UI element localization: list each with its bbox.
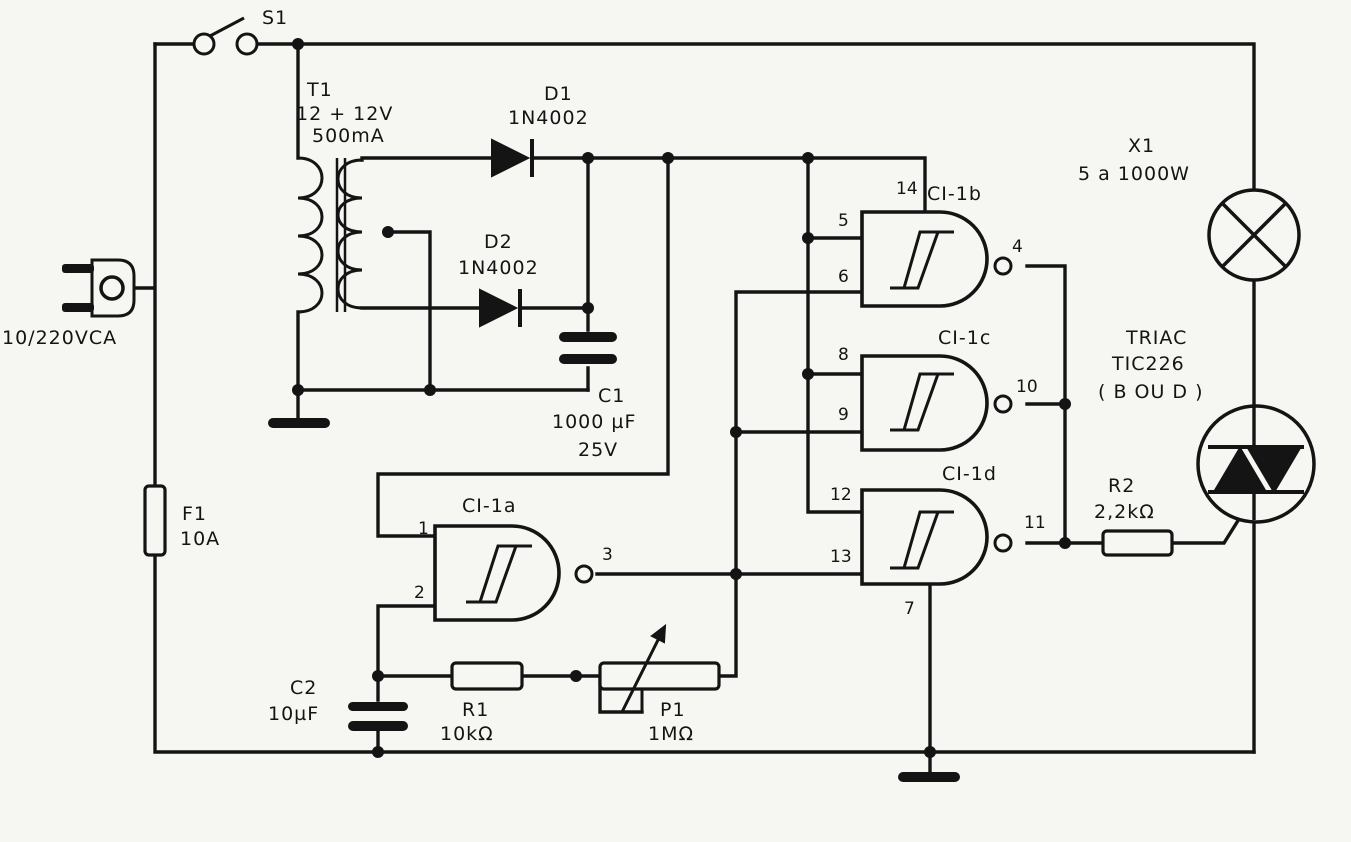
junctions — [292, 38, 1071, 758]
d1-label: D1 — [544, 83, 573, 105]
lamp-x1: X1 5 a 1000W — [1078, 135, 1301, 282]
gate-ci-1b: CI-1b — [860, 183, 1013, 308]
r1-value: 10kΩ — [440, 723, 494, 745]
ground-symbol-2 — [898, 772, 960, 782]
t1-label: T1 — [306, 79, 333, 101]
gate-ci-1d: CI-1d — [860, 463, 1013, 586]
triac-label-3: ( B OU D ) — [1098, 381, 1204, 403]
ci1a-label: CI-1a — [462, 495, 516, 517]
f1-label: F1 — [182, 503, 207, 525]
c1-label: C1 — [598, 385, 625, 407]
p1-value: 1MΩ — [648, 723, 694, 745]
t1-current: 500mA — [312, 125, 385, 147]
pin-1: 1 — [418, 519, 429, 539]
pin-2: 2 — [414, 583, 425, 603]
c2-value: 10µF — [268, 703, 319, 725]
pin-6: 6 — [838, 267, 849, 287]
s1-label: S1 — [262, 7, 288, 29]
pin-12: 12 — [830, 485, 852, 505]
resistor-r2: R2 2,2kΩ — [1094, 475, 1174, 557]
capacitor-c1: C1 1000 µF 25V — [552, 332, 636, 461]
pin-11: 11 — [1024, 513, 1046, 533]
ci1b-label: CI-1b — [927, 183, 982, 205]
r1-label: R1 — [462, 699, 489, 721]
gate-ci-1a: CI-1a — [433, 495, 594, 622]
r2-label: R2 — [1108, 475, 1135, 497]
transformer-t1: T1 12 + 12V 500mA — [296, 79, 393, 314]
c2-label: C2 — [290, 677, 317, 699]
switch-s1: S1 — [192, 7, 288, 56]
x1-label: X1 — [1128, 135, 1155, 157]
resistor-r1: R1 10kΩ — [440, 661, 524, 745]
p1-label: P1 — [660, 699, 686, 721]
fuse-f1: F1 10A — [143, 484, 220, 557]
diode-d1: D1 1N4002 — [491, 83, 589, 178]
d2-label: D2 — [484, 231, 513, 253]
ground-symbol — [268, 418, 330, 428]
ci1d-label: CI-1d — [942, 463, 997, 485]
pin-7: 7 — [904, 599, 915, 619]
gate-ci-1c: CI-1c — [860, 327, 1013, 452]
c1-value: 1000 µF — [552, 411, 636, 433]
triac-label-2: TIC226 — [1111, 353, 1185, 375]
pin-13: 13 — [830, 547, 852, 567]
pin-4: 4 — [1012, 237, 1023, 257]
triac: TRIAC TIC226 ( B OU D ) — [1098, 327, 1316, 524]
f1-value: 10A — [180, 528, 220, 550]
mains-plug: 10/220VCA — [2, 258, 155, 349]
d2-part: 1N4002 — [458, 257, 539, 279]
t1-voltage: 12 + 12V — [296, 103, 393, 125]
ci1c-label: CI-1c — [938, 327, 991, 349]
x1-value: 5 a 1000W — [1078, 163, 1190, 185]
pin-8: 8 — [838, 345, 849, 365]
pin-numbers: 1 2 3 4 5 6 7 8 9 10 11 12 13 14 — [414, 179, 1046, 619]
pin-14: 14 — [896, 179, 918, 199]
plug-label: 10/220VCA — [2, 327, 117, 349]
diode-d2: D2 1N4002 — [458, 231, 539, 328]
pin-9: 9 — [838, 405, 849, 425]
r2-value: 2,2kΩ — [1094, 501, 1155, 523]
pin-3: 3 — [602, 545, 613, 565]
pin-5: 5 — [838, 211, 849, 231]
triac-label-1: TRIAC — [1125, 327, 1187, 349]
d1-part: 1N4002 — [508, 107, 589, 129]
pin-10: 10 — [1016, 377, 1038, 397]
capacitor-c2: C2 10µF — [268, 677, 408, 731]
potentiometer-p1: P1 1MΩ — [598, 623, 721, 745]
c1-voltage: 25V — [578, 439, 618, 461]
